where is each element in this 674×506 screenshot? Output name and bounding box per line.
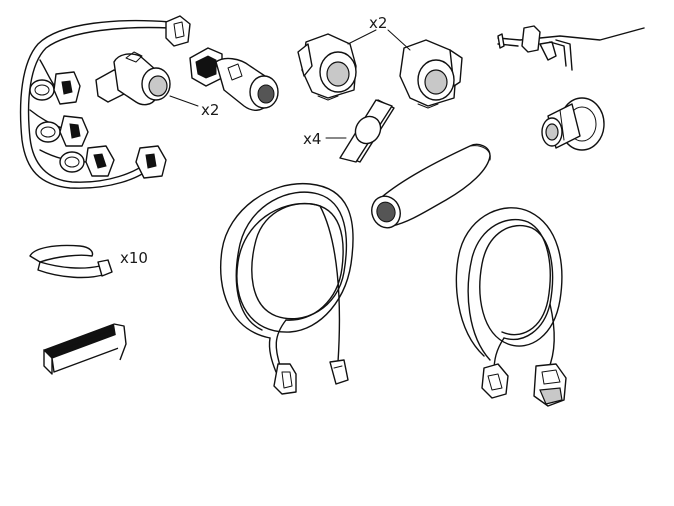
- sleeve-icon: [371, 143, 491, 229]
- cable-tie-icon: x10: [29, 244, 148, 279]
- brackets-qty-label: x2: [369, 14, 387, 32]
- sensors-qty-label: x2: [201, 101, 219, 119]
- cable-ties-qty-label: x10: [120, 249, 148, 267]
- parking-sensor-icon: x2: [95, 47, 279, 119]
- extension-cable-icon: [455, 207, 567, 407]
- velcro-pad-icon: [43, 323, 127, 375]
- extension-cable-icon: [219, 182, 354, 395]
- sensor-gasket-icon: x4: [303, 99, 395, 163]
- ground-bracket-icon: [497, 25, 645, 71]
- gaskets-qty-label: x4: [303, 130, 321, 148]
- grommet-icon: [541, 97, 605, 151]
- wiring-harness-icon: [19, 15, 191, 189]
- sensor-bracket-icon: x2: [297, 14, 463, 109]
